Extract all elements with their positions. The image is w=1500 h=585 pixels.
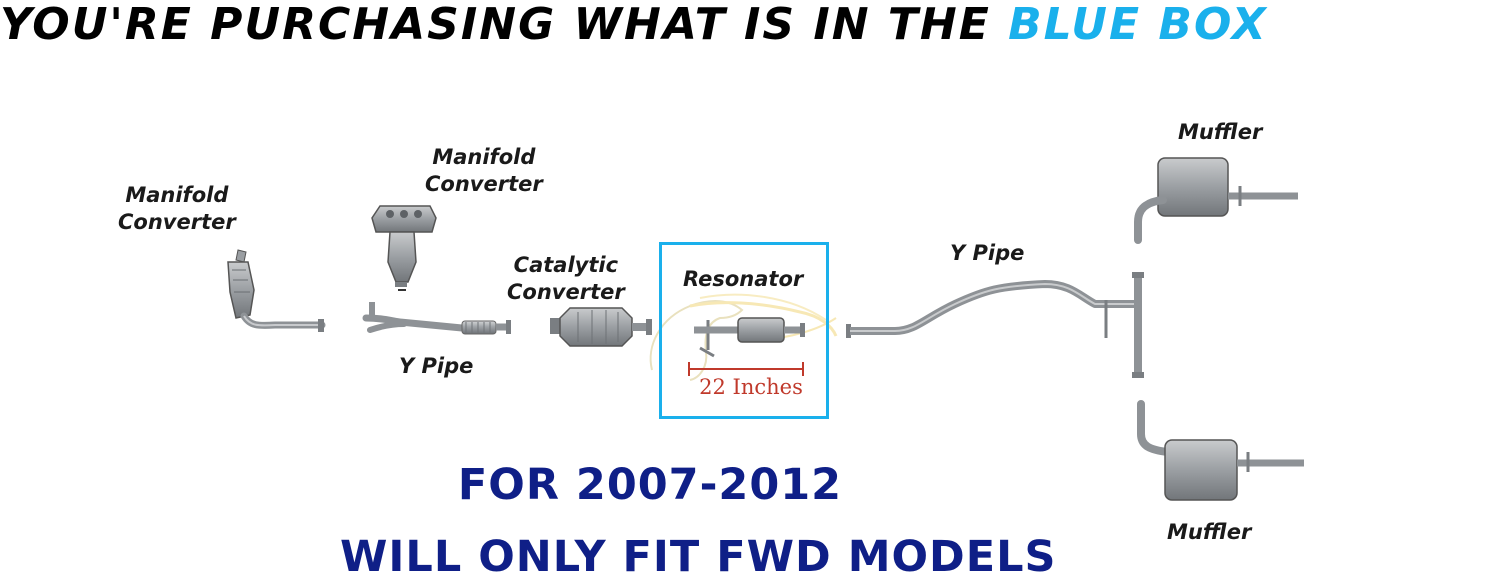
muffler-top-icon (1134, 157, 1298, 244)
headline-text: YOU'RE PURCHASING WHAT IS IN THE BLUE BO… (0, 0, 1500, 50)
blue-box-highlight (659, 242, 829, 419)
manifold-converter-center-icon (371, 205, 437, 291)
label-y-pipe-front: Y Pipe (399, 354, 474, 378)
measurement-label: 22 Inches (699, 375, 803, 399)
resonator-icon (694, 317, 805, 358)
label-y-pipe-rear: Y Pipe (950, 241, 1025, 265)
measurement-indicator (688, 362, 804, 376)
rear-y-pipe-icon (846, 272, 1144, 378)
muffler-bottom-icon (1137, 400, 1304, 501)
label-muffler-top: Muffler (1178, 120, 1263, 144)
fitment-years: FOR 2007-2012 (457, 460, 843, 510)
headline: YOU'RE PURCHASING WHAT IS IN THE BLUE BO… (0, 0, 1500, 50)
front-y-pipe-icon (362, 302, 511, 335)
label-line: Manifold (432, 145, 536, 169)
label-resonator: Resonator (683, 267, 804, 291)
label-line: Catalytic (513, 253, 619, 277)
catalytic-converter-icon (550, 307, 652, 347)
label-muffler-bottom: Muffler (1167, 520, 1252, 544)
label-line: Manifold (125, 183, 229, 207)
label-manifold-converter-left: Manifold Converter (118, 182, 236, 236)
label-line: Converter (425, 172, 543, 196)
fitment-models: WILL ONLY FIT FWD MODELS (340, 532, 1057, 582)
label-catalytic-converter: Catalytic Converter (507, 252, 625, 306)
label-line: Converter (507, 280, 625, 304)
label-line: Converter (118, 210, 236, 234)
manifold-converter-left-icon (227, 249, 326, 332)
headline-accent: BLUE BOX (1008, 0, 1268, 50)
label-manifold-converter-center: Manifold Converter (425, 144, 543, 198)
headline-main: YOU'RE PURCHASING WHAT IS IN THE (0, 0, 1009, 50)
